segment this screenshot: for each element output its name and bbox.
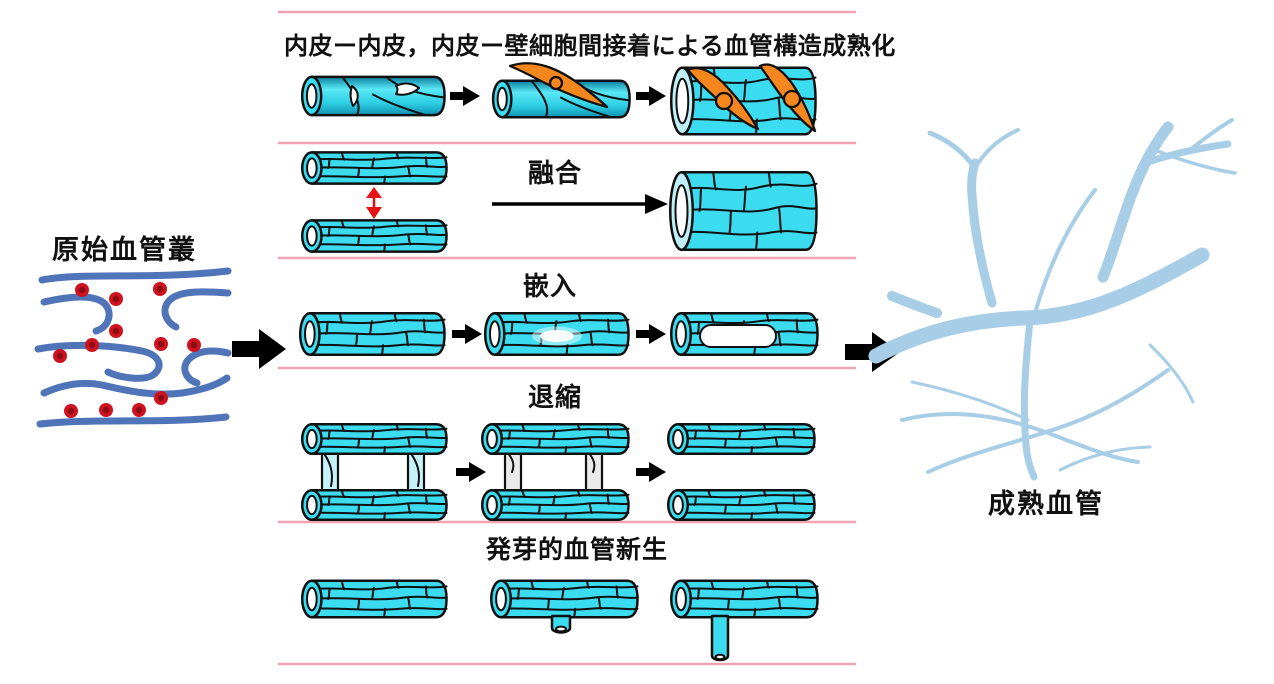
divider-lines	[278, 10, 856, 666]
step-arrow-icon	[636, 86, 666, 106]
step-arrow-icon	[450, 86, 480, 106]
sprouting-label: 発芽的血管新生	[485, 536, 668, 564]
regression-row-illustration	[301, 423, 816, 521]
fusion-row-illustration	[301, 151, 818, 253]
flow-arrow-left-icon	[232, 329, 286, 369]
mature-vessel-label: 成熟血管	[988, 489, 1104, 519]
attraction-arrow-icon	[366, 187, 382, 219]
red-blood-cells	[53, 282, 201, 418]
forming-pillar	[532, 326, 582, 346]
primitive-plexus-label: 原始血管叢	[52, 235, 197, 265]
fusion-label: 融合	[527, 158, 582, 188]
maturation-row-illustration	[301, 62, 817, 136]
sprout-long	[710, 614, 730, 662]
intussusception-row-illustration	[299, 312, 819, 356]
mature-vessel-tree-illustration	[868, 118, 1237, 481]
sprout-bud	[550, 614, 572, 634]
regression-label: 退縮	[527, 382, 582, 412]
step-arrow-icon	[636, 324, 666, 344]
step-arrow-icon	[456, 462, 486, 482]
primitive-plexus-illustration	[34, 267, 232, 428]
intussusception-label: 嵌入	[522, 271, 577, 301]
pericyte-cells-wrapped	[686, 63, 817, 133]
pericyte-cell	[508, 62, 609, 109]
step-arrow-icon	[636, 462, 666, 482]
pillar-hole	[699, 324, 777, 348]
maturation-title: 内皮ー内皮，内皮ー壁細胞間接着による血管構造成熟化	[284, 33, 896, 60]
step-arrow-icon	[452, 324, 482, 344]
sprouting-row-illustration	[301, 579, 819, 662]
fusion-arrow-icon	[492, 194, 668, 214]
